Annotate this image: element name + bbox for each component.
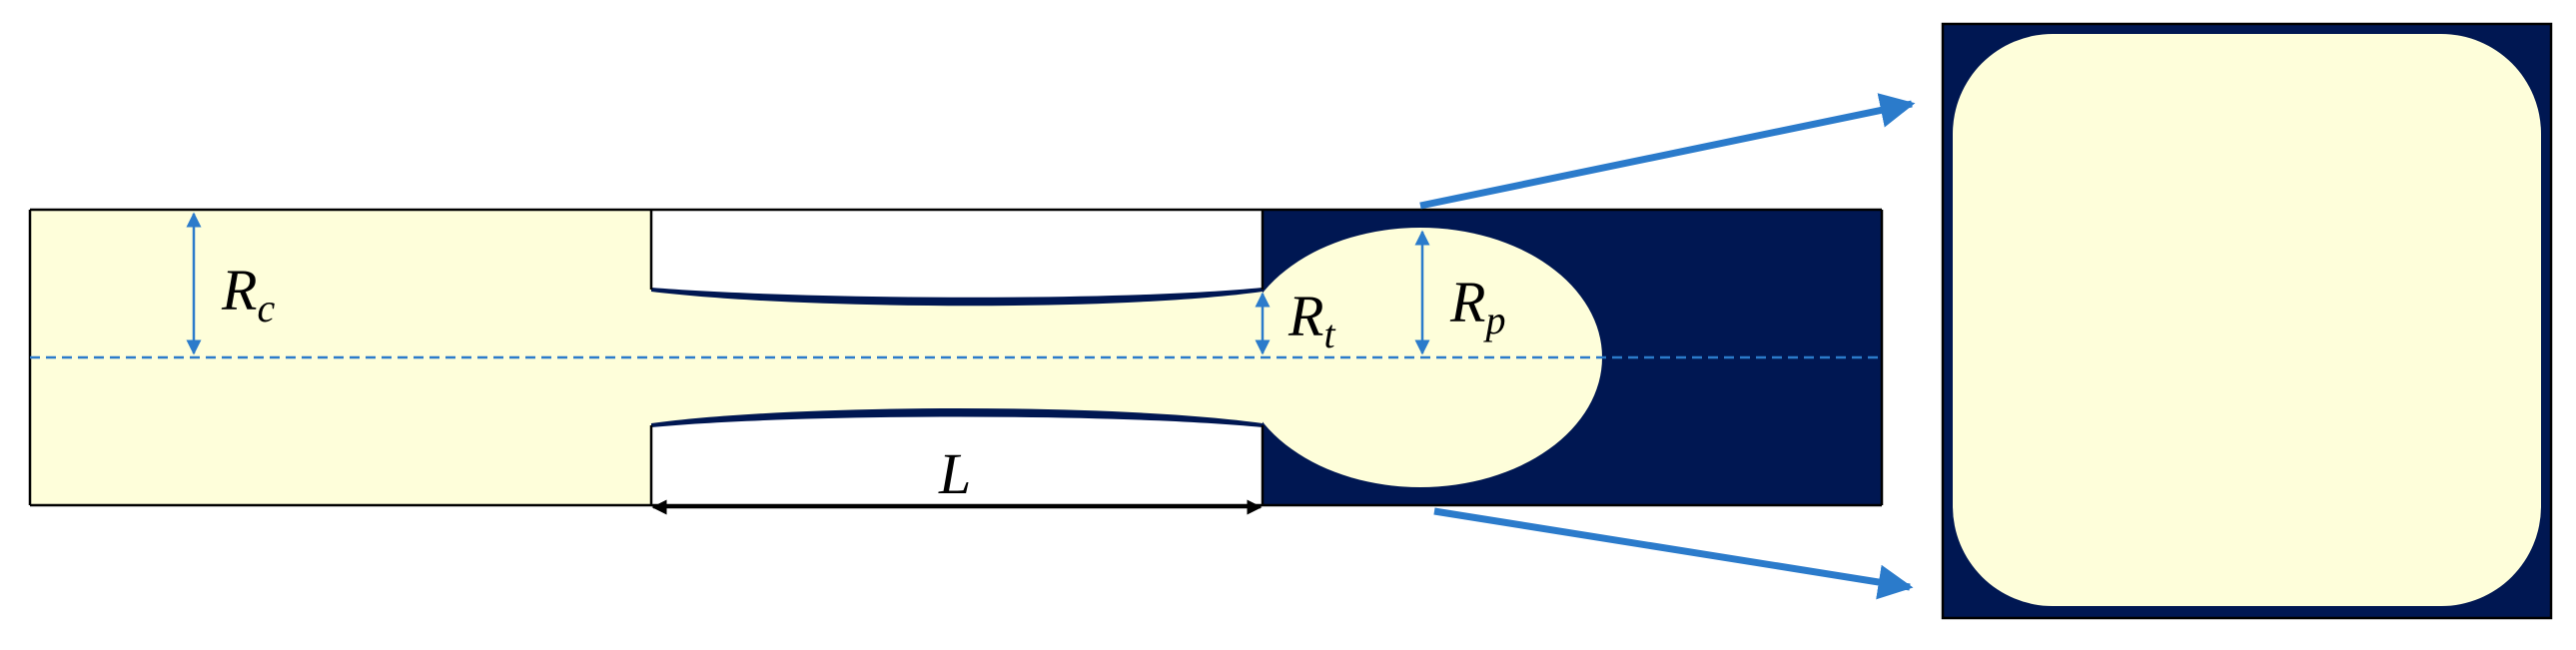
l-label: L [938, 441, 971, 506]
zoom-arrow-upper [1419, 93, 1916, 210]
rc-label: Rc [221, 258, 275, 330]
zoom-arrow-lower [1433, 507, 1914, 600]
cross-section-pore [1953, 34, 2541, 606]
rp-label: Rp [1449, 270, 1505, 342]
rt-label: Rt [1288, 284, 1335, 356]
